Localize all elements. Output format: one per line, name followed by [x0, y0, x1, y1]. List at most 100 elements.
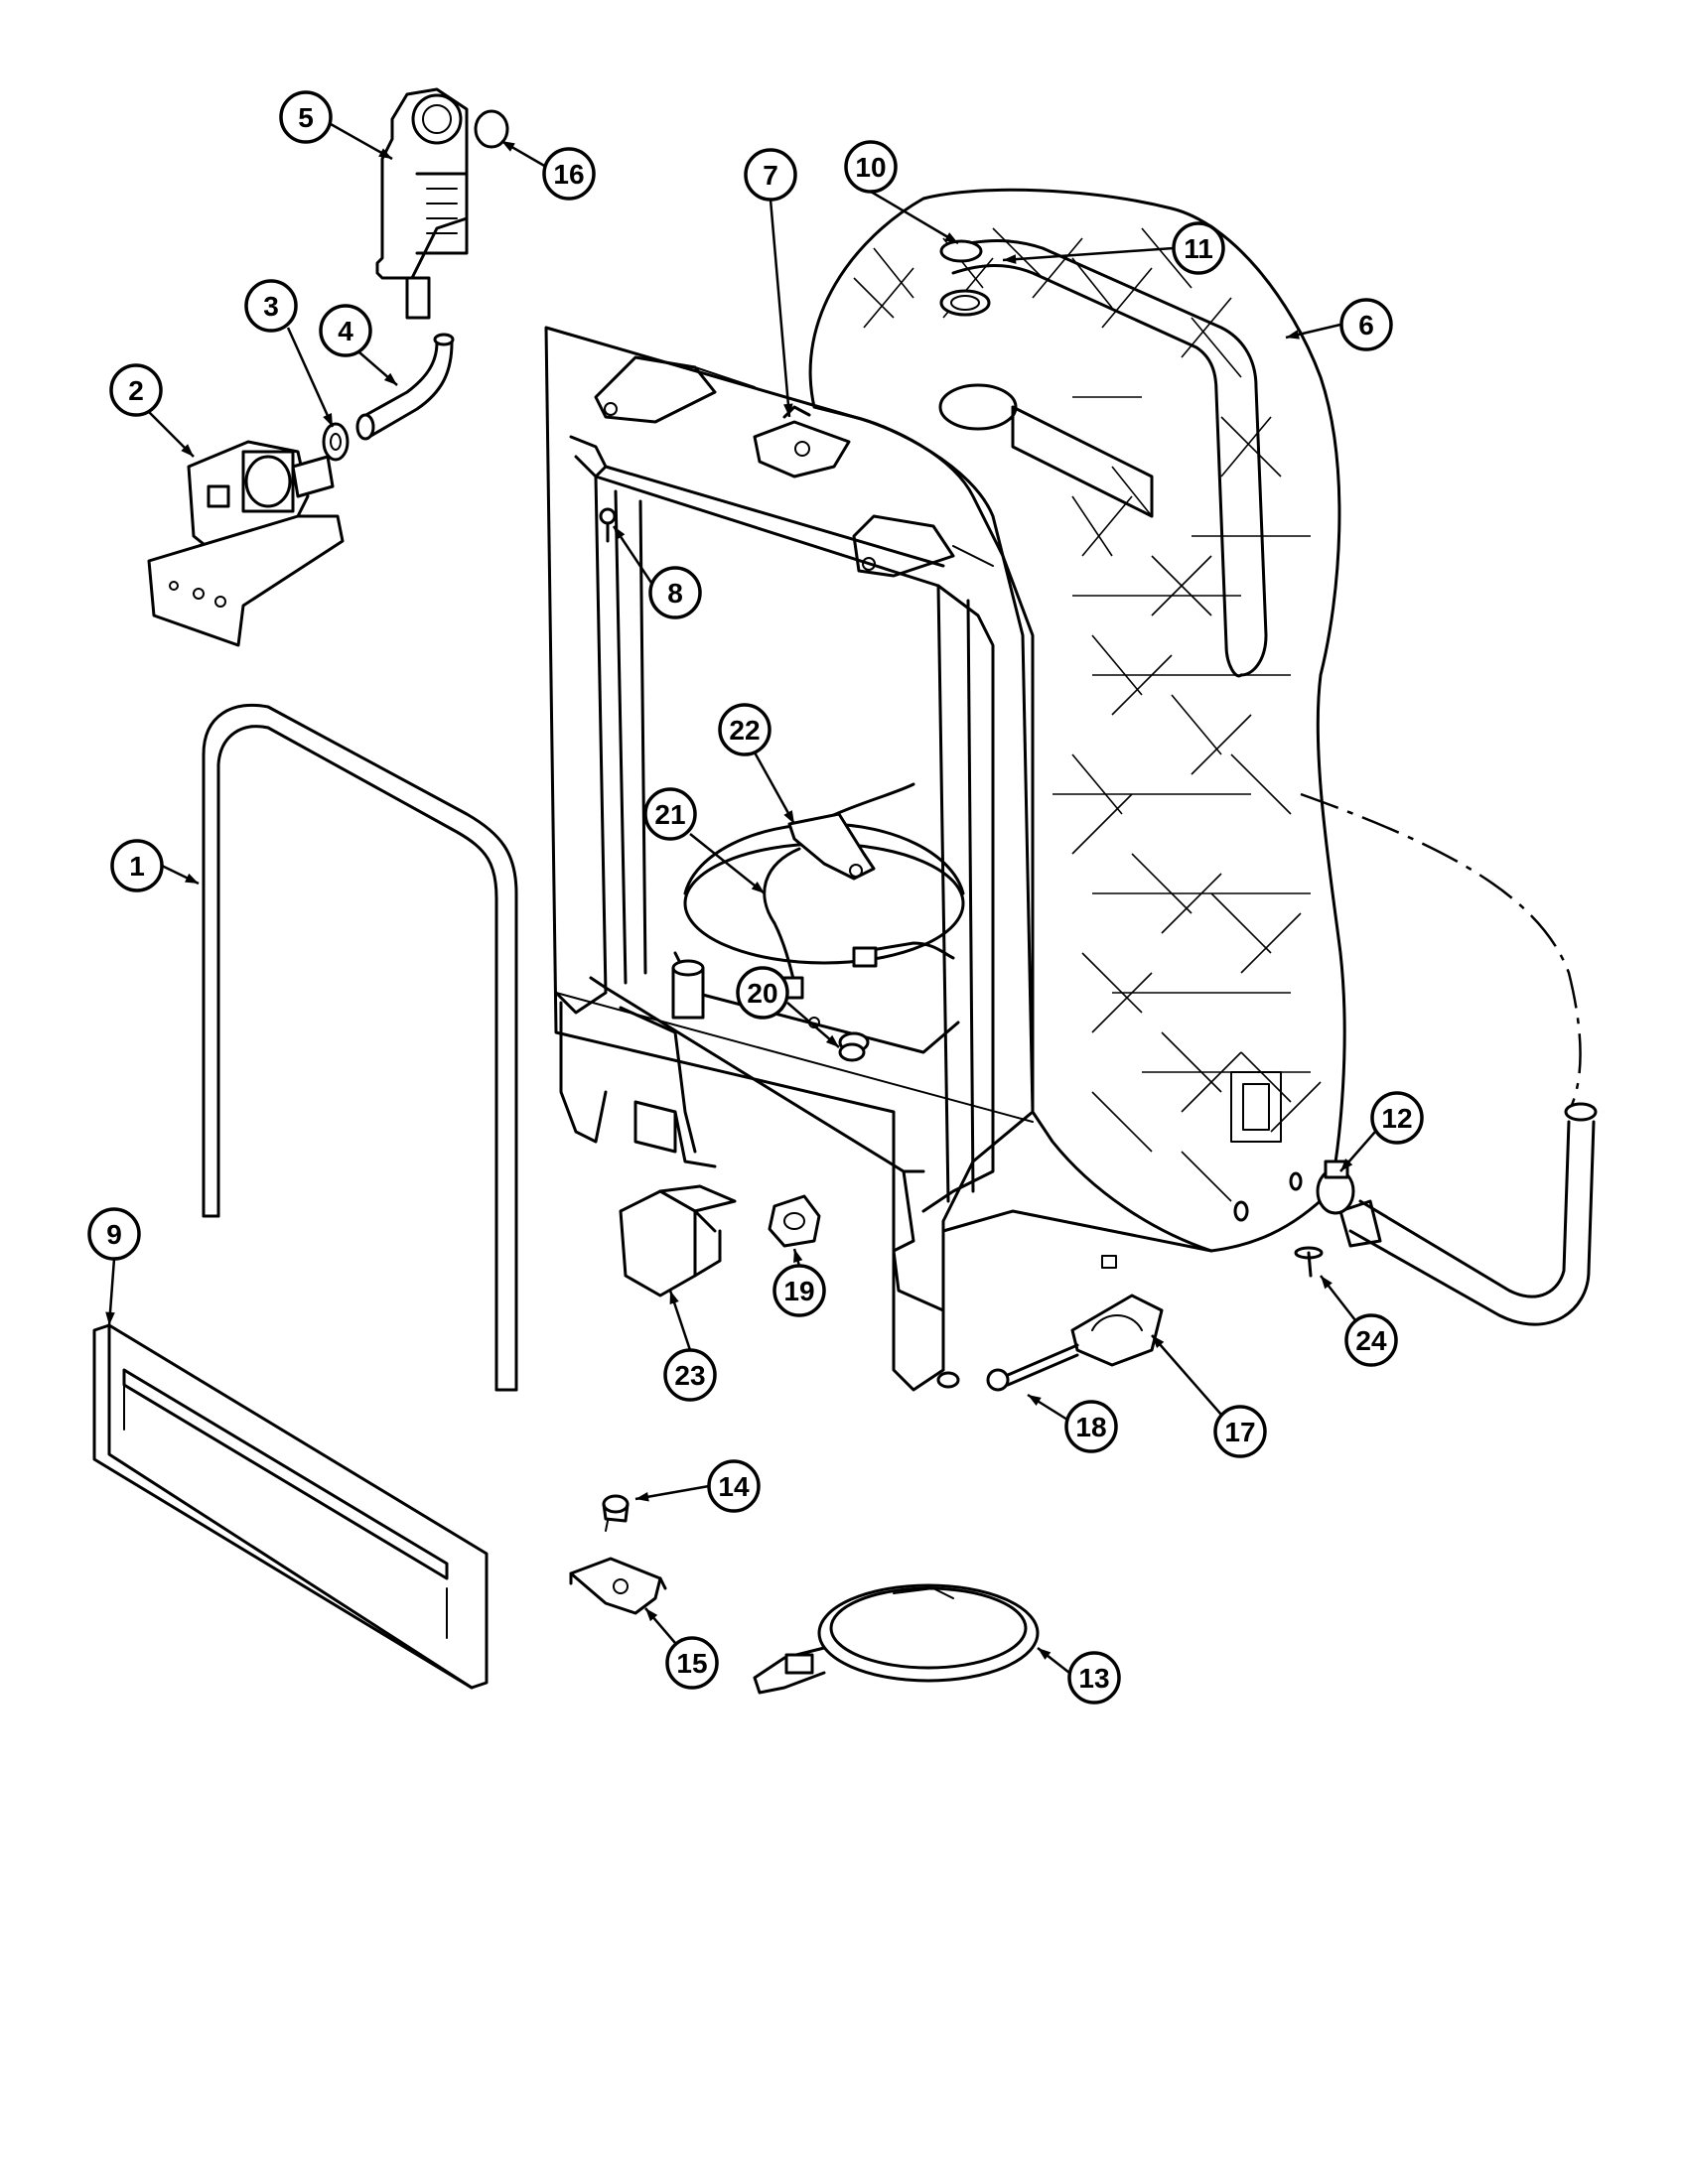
callout-arrow-23	[669, 1291, 679, 1304]
callout-circle-17	[1213, 1405, 1267, 1458]
junction-box-23	[619, 1184, 737, 1297]
callout-arrow-22	[783, 810, 794, 824]
grommet-10	[939, 239, 983, 263]
o-ring-16	[474, 109, 509, 149]
callout-number-10: 10	[855, 152, 886, 183]
callout-circle-5	[279, 90, 333, 144]
callout-number-19: 19	[783, 1276, 814, 1306]
callout-18: 18	[1027, 1393, 1118, 1453]
callout-14: 14	[634, 1459, 761, 1513]
thermostat-bracket-15	[569, 1557, 667, 1615]
nut-3	[322, 422, 350, 462]
thermostat-14	[602, 1494, 630, 1532]
callout-number-11: 11	[1184, 233, 1213, 264]
callout-circle-22	[718, 703, 772, 756]
callout-arrow-6	[1286, 330, 1300, 340]
callout-number-7: 7	[763, 160, 778, 191]
callout-22: 22	[718, 703, 796, 825]
callout-circle-21	[643, 787, 697, 841]
callout-leader-3	[286, 327, 335, 428]
callout-17: 17	[1151, 1334, 1267, 1458]
door-gasket-1	[202, 703, 518, 1392]
top-bracket-7	[753, 405, 851, 478]
callout-number-4: 4	[338, 316, 353, 346]
callout-circle-24	[1344, 1313, 1398, 1367]
callout-arrow-14	[635, 1491, 649, 1502]
callout-leader-22	[753, 751, 796, 825]
callout-8: 8	[612, 525, 702, 619]
plug-24	[1294, 1246, 1324, 1278]
callout-number-15: 15	[676, 1648, 707, 1679]
inlet-valve-2	[147, 440, 345, 647]
callout-6: 6	[1285, 298, 1393, 351]
callout-number-3: 3	[263, 291, 279, 322]
callout-12: 12	[1339, 1091, 1424, 1172]
grommet-20	[838, 1042, 866, 1062]
callout-4: 4	[319, 304, 398, 386]
callout-circle-11	[1172, 221, 1225, 275]
callout-arrow-12	[1340, 1158, 1353, 1171]
callout-9: 9	[87, 1207, 141, 1326]
callout-number-18: 18	[1075, 1412, 1106, 1442]
callout-circle-8	[648, 566, 702, 619]
callout-circle-6	[1339, 298, 1393, 351]
callout-arrow-4	[383, 372, 397, 385]
callout-number-23: 23	[674, 1360, 705, 1391]
callout-leader-10	[870, 190, 959, 245]
callout-arrow-11	[1003, 254, 1017, 264]
callout-arrow-2	[181, 444, 194, 457]
callout-arrow-5	[378, 148, 392, 159]
callout-7: 7	[744, 148, 797, 418]
callout-19: 19	[772, 1248, 826, 1317]
callout-circle-10	[844, 140, 898, 194]
callout-circle-2	[109, 363, 163, 417]
callout-number-1: 1	[129, 851, 145, 882]
callout-circle-4	[319, 304, 372, 357]
callout-circle-20	[736, 966, 789, 1020]
callout-arrow-24	[1321, 1276, 1333, 1290]
leveling-bolt-18	[986, 1343, 1079, 1392]
callout-arrow-7	[783, 403, 793, 417]
callout-arrow-1	[185, 873, 199, 884]
callout-number-17: 17	[1224, 1417, 1255, 1447]
callout-arrow-3	[323, 413, 333, 427]
callout-number-14: 14	[718, 1471, 750, 1502]
callout-circle-1	[110, 839, 164, 892]
callout-number-21: 21	[654, 799, 685, 830]
callout-circle-3	[244, 279, 298, 333]
callout-circle-18	[1064, 1400, 1118, 1453]
callout-5: 5	[279, 90, 393, 161]
fill-tube	[938, 239, 1268, 678]
callout-circle-19	[772, 1264, 826, 1317]
callout-arrow-20	[825, 1034, 839, 1047]
callout-circle-13	[1067, 1651, 1121, 1705]
callout-arrow-13	[1038, 1648, 1052, 1660]
callout-11: 11	[1002, 221, 1225, 275]
nut-19	[768, 1194, 821, 1248]
callout-arrow-18	[1028, 1395, 1042, 1407]
callout-arrow-19	[793, 1249, 803, 1263]
callout-circle-23	[663, 1348, 717, 1402]
toe-panel-9	[92, 1323, 489, 1690]
callout-16: 16	[500, 139, 596, 201]
callout-23: 23	[663, 1290, 717, 1402]
callout-circle-7	[744, 148, 797, 202]
callout-13: 13	[1037, 1647, 1121, 1705]
screw-8	[599, 507, 617, 543]
callout-number-22: 22	[729, 715, 760, 746]
bracket-22	[787, 812, 876, 881]
callout-leader-11	[1002, 246, 1175, 262]
callout-15: 15	[644, 1607, 719, 1690]
callout-circle-15	[665, 1636, 719, 1690]
callout-leader-17	[1151, 1334, 1222, 1416]
callout-arrow-9	[105, 1311, 115, 1325]
tub-insulation-blanket	[808, 188, 1346, 1253]
callout-arrow-10	[944, 232, 958, 243]
callout-number-12: 12	[1381, 1103, 1412, 1134]
callout-number-13: 13	[1078, 1663, 1109, 1694]
callout-circle-14	[707, 1459, 761, 1513]
callout-number-8: 8	[667, 578, 683, 609]
callout-arrow-21	[751, 882, 765, 893]
